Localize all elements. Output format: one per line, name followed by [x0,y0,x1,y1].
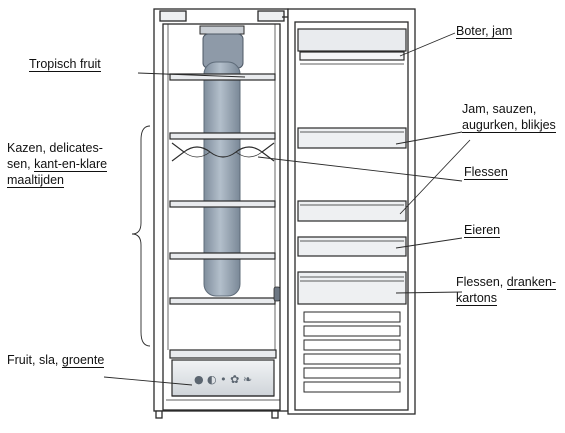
label-kazen-line3: maaltijden [7,172,107,188]
cabinet-inner [162,23,281,411]
hinge-knob [273,286,281,302]
foot-right [271,410,279,419]
label-jam-sauzen-line2: augurken, blikjes [462,117,556,133]
air-channel [203,61,241,297]
label-fruit-sla-a: Fruit, sla, [7,353,62,367]
label-kazen-line1: Kazen, delicates- [7,141,103,155]
label-kazen-line2: sen, kant-en-klare [7,156,108,172]
label-boter-jam-text: Boter, jam [456,24,513,39]
label-flessen-dranken-line2: kartons [456,290,556,306]
leader-jam-sauzen [395,131,463,145]
foot-left [155,410,163,419]
leader-fruit-sla [103,376,193,386]
label-jam-sauzen-line2-text: augurken, blikjes [462,118,556,133]
label-jam-sauzen: Jam, sauzen, augurken, blikjes [462,101,556,133]
fan-unit [199,25,245,69]
door-inner [294,21,409,411]
door-bin-bottles-upper [297,200,407,222]
label-flessen-text: Flessen [464,165,508,180]
crisper-drawer: ● ◐ • ✿ ❧ [169,349,277,397]
leader-flessen-dranken [395,291,463,294]
shelf [169,73,276,81]
leader-eieren [395,237,463,249]
leader-lines [103,32,471,386]
shelf [169,297,276,305]
door-butter-compartment [297,28,407,65]
leader-flessen [257,156,463,182]
label-kazen-line2a: sen, [7,157,35,171]
door-bins [297,127,407,305]
door-lower-slots [303,311,401,393]
door-bin-eggs [297,236,407,257]
label-tropisch-fruit: Tropisch fruit [29,56,101,72]
drawer-icons: ● ◐ • ✿ ❧ [194,373,252,386]
label-jam-sauzen-line1: Jam, sauzen, [462,102,537,116]
label-eieren: Eieren [464,222,501,238]
door-bin-jam [297,127,407,149]
label-flessen-dranken-line2-text: kartons [456,291,497,306]
label-fruit-sla-b: groente [61,353,105,368]
bottle-rack [171,142,275,162]
shelf [169,200,276,208]
label-flessen-dranken-line1b: dranken- [506,275,557,290]
leader-flessen-door [399,139,471,215]
leader-tropisch-fruit [137,72,246,78]
label-tropisch-fruit-text: Tropisch fruit [29,57,101,72]
top-vent-right [257,10,285,22]
label-flessen-dranken-line1a: Flessen, [456,275,507,289]
leader-kazen-brace [131,125,151,347]
shelf [169,132,276,140]
door-bin-bottles-lower [297,271,407,305]
label-kazen-line2b: kant-en-klare [34,157,108,172]
label-kazen-line3-text: maaltijden [7,173,64,188]
label-kazen: Kazen, delicates- sen, kant-en-klare maa… [7,140,108,188]
label-flessen-dranken: Flessen, dranken- kartons [456,274,557,306]
label-eieren-text: Eieren [464,223,501,238]
label-flessen: Flessen [464,164,508,180]
label-boter-jam: Boter, jam [456,23,513,39]
label-fruit-sla: Fruit, sla, groente [7,352,105,368]
label-flessen-dranken-line1: Flessen, dranken- [456,274,557,290]
top-vent-left [159,10,187,22]
leader-boter-jam [399,32,456,57]
shelf [169,252,276,260]
